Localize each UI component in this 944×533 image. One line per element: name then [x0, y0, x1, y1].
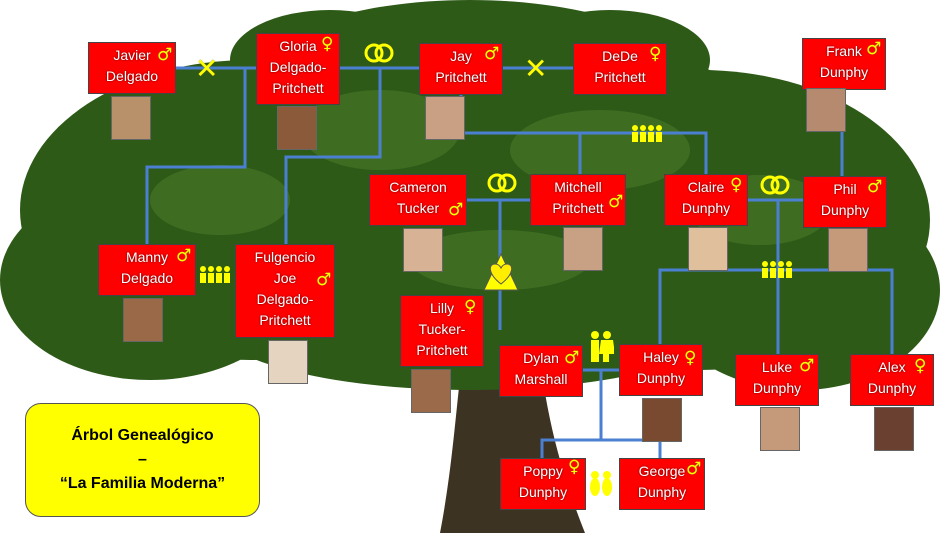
male-icon: ♂ [316, 270, 332, 290]
photo-luke [760, 407, 800, 451]
wedding-rings-icon [760, 175, 790, 195]
photo-frank [806, 88, 846, 132]
male-icon: ♂ [564, 348, 580, 368]
photo-claire [688, 227, 728, 271]
title-line-2: – [138, 451, 147, 468]
title-line-3: “La Familia Moderna” [59, 475, 226, 492]
connector-to-twins [540, 370, 603, 460]
photo-mitchell [563, 227, 603, 271]
male-icon: ♂ [686, 459, 702, 479]
photo-javier [111, 96, 151, 140]
wedding-rings-icon [487, 173, 517, 193]
divorce-cross-icon: ✕ [195, 52, 219, 85]
person-manny-delgado: Manny Delgado [98, 244, 196, 296]
male-icon: ♂ [484, 44, 500, 64]
female-icon: ♀ [684, 348, 697, 368]
person-poppy-dunphy: Poppy Dunphy [500, 458, 586, 510]
person-dylan-marshall: Dylan Marshall [499, 345, 583, 397]
male-icon: ♂ [867, 177, 883, 197]
female-icon: ♀ [321, 34, 334, 54]
children-group-icon [632, 125, 662, 142]
photo-alex [874, 407, 914, 451]
female-icon: ♀ [464, 297, 477, 317]
children-group-icon [762, 261, 792, 278]
couple-icon [591, 331, 614, 362]
heart-triangle-icon [483, 252, 519, 291]
person-cameron-tucker: Cameron Tucker [369, 174, 467, 226]
person-mitchell-pritchett: Mitchell Pritchett [530, 174, 626, 226]
photo-manny [123, 298, 163, 342]
divorce-cross-icon: ✕ [524, 52, 548, 85]
person-alex-dunphy: Alex Dunphy [850, 354, 934, 406]
female-icon: ♀ [914, 356, 927, 376]
male-icon: ♂ [608, 192, 624, 212]
male-icon: ♂ [176, 246, 192, 266]
photo-fulgencio [268, 340, 308, 384]
male-icon: ♂ [866, 39, 882, 59]
babies-icon [590, 471, 612, 496]
connector-to-manny [145, 68, 247, 245]
photo-haley [642, 398, 682, 442]
female-icon: ♀ [649, 44, 662, 64]
person-claire-dunphy: Claire Dunphy [664, 174, 748, 226]
person-haley-dunphy: Haley Dunphy [619, 344, 703, 396]
person-javier-delgado: Javier Delgado [88, 42, 176, 94]
person-fulgencio-joe-delgado-pritchett: Fulgencio Joe Delgado- Pritchett [235, 244, 335, 338]
person-phil-dunphy: Phil Dunphy [803, 176, 887, 228]
person-frank-dunphy: Frank Dunphy [802, 38, 886, 90]
male-icon: ♂ [448, 200, 464, 220]
photo-phil [828, 228, 868, 272]
person-jay-pritchett: Jay Pritchett [419, 43, 503, 95]
male-icon: ♂ [157, 45, 173, 65]
wedding-rings-icon [364, 43, 394, 63]
male-icon: ♂ [799, 356, 815, 376]
photo-cameron [403, 228, 443, 272]
connector-to-fulgencio [284, 68, 382, 245]
photo-jay [425, 96, 465, 140]
connector-lines [145, 66, 894, 460]
photo-gloria [277, 106, 317, 150]
female-icon: ♀ [568, 457, 581, 477]
person-george-dunphy: George Dunphy [619, 458, 705, 510]
photo-lilly [411, 369, 451, 413]
person-lilly-tucker-pritchett: Lilly Tucker- Pritchett [400, 295, 484, 367]
title-line-1: Árbol Genealógico [71, 427, 214, 444]
person-luke-dunphy: Luke Dunphy [735, 354, 819, 406]
person-gloria-delgado-pritchett: Gloria Delgado- Pritchett [256, 33, 340, 105]
children-group-icon [200, 266, 230, 283]
person-dede-pritchett: DeDe Pritchett [573, 43, 667, 95]
female-icon: ♀ [730, 175, 743, 195]
diagram-title-box: Árbol Genealógico – “La Familia Moderna” [25, 403, 260, 517]
